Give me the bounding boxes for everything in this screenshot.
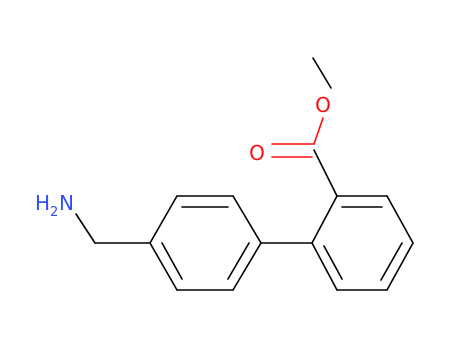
bond-methyl-o	[312, 57, 332, 89]
ring2-bond-3	[386, 242, 414, 291]
ring1-bond-4	[149, 242, 178, 291]
amine-hydrogen-count: 2	[50, 205, 58, 220]
carbonyl-oxygen-label: O	[249, 141, 265, 165]
ring1-bond-3	[149, 195, 178, 244]
ring2-bond-5	[311, 242, 338, 291]
bond-ester-o-carbonyl-c	[313, 117, 324, 145]
ring1-inner-2	[161, 242, 183, 280]
bond-ch2-n	[75, 213, 96, 244]
ring2-inner-2	[380, 242, 403, 281]
ring1-bond-6	[232, 242, 262, 291]
ring2-bond-2	[386, 195, 414, 244]
amine-hydrogen-label: H	[35, 191, 50, 215]
bond-carbonyl-c-ring	[313, 149, 338, 197]
ring1-bond-1	[232, 195, 262, 244]
amine-nitrogen-label: N	[59, 191, 74, 215]
ring2-bond-6	[311, 195, 338, 244]
ester-oxygen-label: O	[315, 93, 331, 117]
ring2-inner-3	[323, 245, 343, 280]
amine-group-label: H 2 N	[35, 191, 74, 220]
ring1-inner-3	[227, 242, 250, 280]
